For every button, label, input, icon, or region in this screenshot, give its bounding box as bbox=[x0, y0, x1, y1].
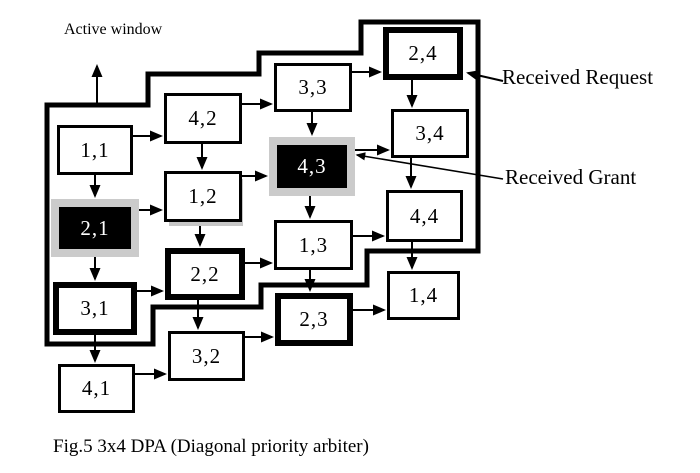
node-label: 2,4 bbox=[408, 41, 438, 65]
node-label: 1,2 bbox=[188, 184, 218, 208]
node-box-2-2: 2,2 bbox=[165, 248, 245, 300]
received-grant-label: Received Grant bbox=[505, 165, 637, 189]
node-box-1-4: 1,4 bbox=[387, 271, 460, 320]
edge-arrows bbox=[89, 66, 418, 380]
node-label: 1,1 bbox=[80, 137, 110, 162]
node-label: 3,2 bbox=[191, 343, 222, 368]
node-label: 4,4 bbox=[409, 203, 440, 228]
node-box-3-3: 3,3 bbox=[274, 63, 352, 112]
node-box-1-1: 1,1 bbox=[57, 125, 133, 175]
node-label: 1,3 bbox=[298, 232, 329, 257]
node-box-4-1: 4,1 bbox=[58, 364, 135, 413]
node-label: 4,1 bbox=[81, 376, 112, 400]
node-box-2-3: 2,3 bbox=[275, 293, 353, 346]
node-box-1-3: 1,3 bbox=[274, 220, 353, 270]
node-box-2-1: 2,1 bbox=[51, 199, 139, 257]
active-window-boundary bbox=[44, 19, 481, 347]
active-window-label: Active window bbox=[64, 21, 163, 38]
node-label: 1,4 bbox=[408, 283, 439, 307]
node-label: 4,3 bbox=[297, 154, 327, 178]
node-box-3-2: 3,2 bbox=[168, 331, 245, 381]
node-label: 3,1 bbox=[80, 296, 110, 320]
node-box-4-2: 4,2 bbox=[164, 93, 242, 144]
figure-caption: Fig.5 3x4 DPA (Diagonal priority arbiter… bbox=[53, 436, 369, 457]
node-label: 2,3 bbox=[299, 307, 329, 331]
node-box-3-4: 3,4 bbox=[391, 109, 469, 158]
node-label: 2,1 bbox=[80, 215, 110, 240]
node-box-4-3: 4,3 bbox=[269, 137, 355, 196]
received-request-label: Received Request bbox=[502, 65, 654, 89]
node-label: 3,4 bbox=[415, 121, 445, 145]
received-request-pointer bbox=[466, 70, 504, 82]
node-label: 2,2 bbox=[190, 261, 220, 286]
node-label: 4,2 bbox=[188, 106, 218, 130]
node-box-4-4: 4,4 bbox=[386, 190, 463, 242]
node-label: 3,3 bbox=[298, 75, 328, 99]
node-box-2-4: 2,4 bbox=[383, 27, 463, 80]
node-box-1-2: 1,2 bbox=[164, 171, 242, 222]
received-grant-pointer bbox=[355, 152, 504, 180]
node-box-3-1: 3,1 bbox=[53, 282, 137, 335]
